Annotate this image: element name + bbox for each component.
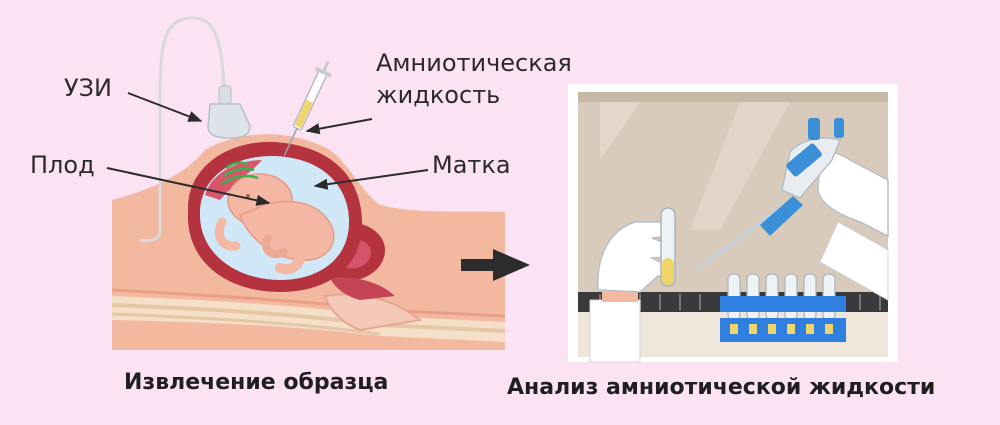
label-fetus: Плод: [30, 151, 95, 179]
label-uterus: Матка: [432, 151, 511, 179]
right-arrow-icon: [461, 249, 530, 281]
label-amniotic-fluid-line2: жидкость: [376, 81, 501, 109]
pipette-icon: [696, 118, 844, 271]
test-tube-icon: [660, 207, 676, 287]
syringe-icon: [283, 60, 332, 156]
gloved-hand-left: [589, 221, 676, 363]
tube-rack-icon: [720, 273, 846, 342]
label-ultrasound: УЗИ: [64, 74, 112, 102]
label-pointers: [106, 92, 429, 206]
caption-sample-extraction: Извлечение образца: [124, 370, 389, 395]
ultrasound-probe-icon: [139, 16, 251, 243]
ultrasound-waves: [221, 161, 259, 186]
gloved-hand-right: [817, 151, 889, 301]
caption-amniotic-fluid-analysis: Анализ амниотической жидкости: [507, 375, 936, 400]
label-amniotic-fluid-line1: Амниотическая: [376, 49, 572, 77]
fetus: [214, 173, 335, 274]
